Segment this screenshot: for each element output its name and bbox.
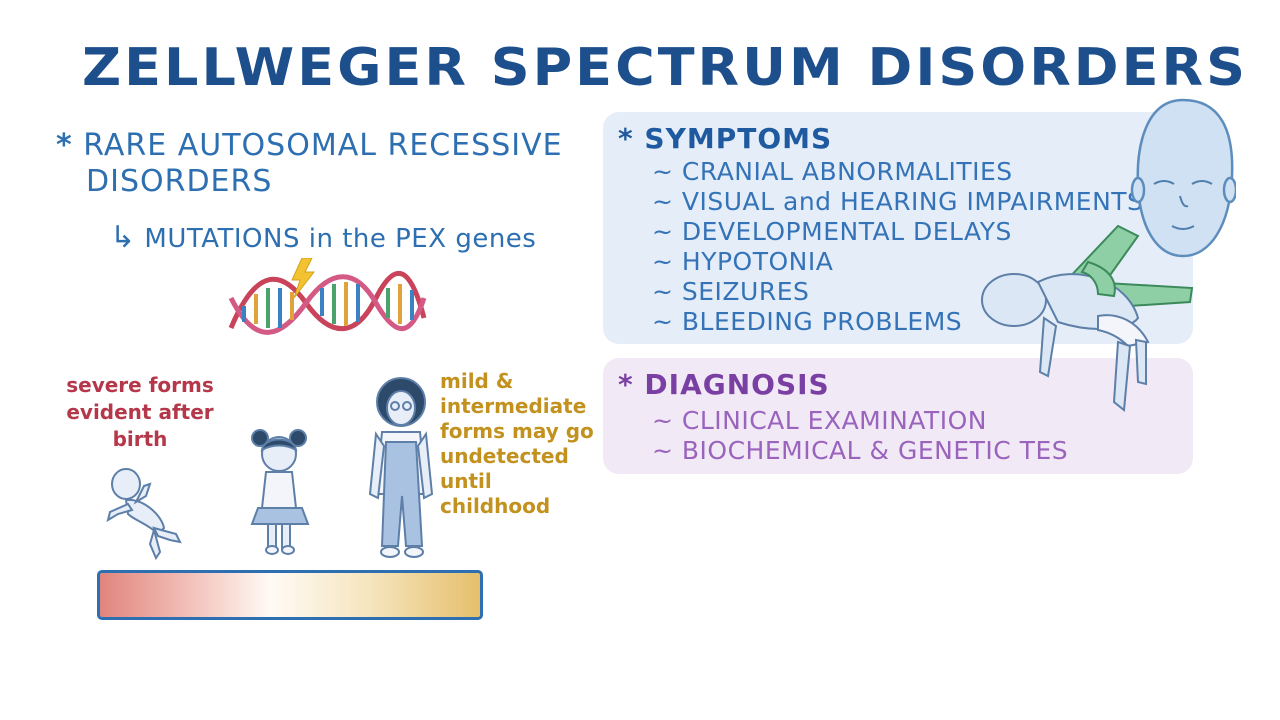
list-item: ~ CLINICAL EXAMINATION	[652, 406, 988, 435]
page-title: ZELLWEGER SPECTRUM DISORDERS	[82, 37, 1248, 98]
floppy-infant-illustration	[981, 224, 1194, 412]
list-item: ~ BLEEDING PROBLEMS	[652, 307, 963, 336]
mild-forms-note: mild & intermediate forms may go undetec…	[440, 369, 600, 519]
diagnosis-list: ~ CLINICAL EXAMINATION ~ BIOCHEMICAL & G…	[652, 406, 1068, 466]
mild-note-line: mild &	[440, 369, 514, 393]
mutation-text: MUTATIONS in the PEX genes	[144, 224, 537, 254]
diagnosis-heading: * DIAGNOSIS	[618, 368, 830, 401]
list-item: ~ SEIZURES	[652, 277, 810, 306]
child-illustration	[368, 377, 434, 558]
severe-note-line: birth	[112, 427, 168, 451]
intro-heading: * RARE AUTOSOMAL RECESSIVE DISORDERS	[56, 128, 563, 200]
toddler-illustration	[250, 429, 310, 555]
symptoms-bullet: *	[618, 122, 634, 155]
mutation-line: ↳ MUTATIONS in the PEX genes	[110, 220, 536, 255]
symptoms-list: ~ CRANIAL ABNORMALITIES ~ VISUAL and HEA…	[652, 157, 1143, 337]
list-item: ~ DEVELOPMENTAL DELAYS	[652, 217, 1012, 246]
symptoms-title: SYMPTOMS	[644, 122, 833, 155]
mild-note-line: intermediate	[440, 394, 587, 418]
mild-note-line: until childhood	[440, 469, 551, 518]
list-item: ~ HYPOTONIA	[652, 247, 834, 276]
severe-note-line: severe forms	[66, 373, 214, 397]
severe-forms-note: severe forms evident after birth	[40, 372, 240, 453]
intro-bullet: *	[56, 128, 73, 163]
mild-note-line: undetected	[440, 444, 569, 468]
mild-note-line: forms may go	[440, 419, 594, 443]
intro-line1: RARE AUTOSOMAL RECESSIVE	[83, 128, 563, 163]
arrow-icon: ↳	[110, 220, 136, 255]
dna-lightning-icon	[228, 258, 427, 335]
intro-line2: DISORDERS	[86, 164, 273, 199]
list-item: ~ CRANIAL ABNORMALITIES	[652, 157, 1013, 186]
infant-illustration	[106, 468, 182, 561]
diagnosis-panel	[603, 358, 1193, 474]
diagnosis-bullet: *	[618, 368, 634, 401]
diagnosis-title: DIAGNOSIS	[644, 368, 830, 401]
spectrum-bar	[97, 570, 483, 620]
list-item: ~ BIOCHEMICAL & GENETIC TES	[652, 436, 1069, 465]
severe-note-line: evident after	[66, 400, 214, 424]
list-item: ~ VISUAL and HEARING IMPAIRMENTS	[652, 187, 1144, 216]
symptoms-heading: * SYMPTOMS	[618, 122, 832, 155]
baby-head-illustration	[1130, 98, 1236, 258]
